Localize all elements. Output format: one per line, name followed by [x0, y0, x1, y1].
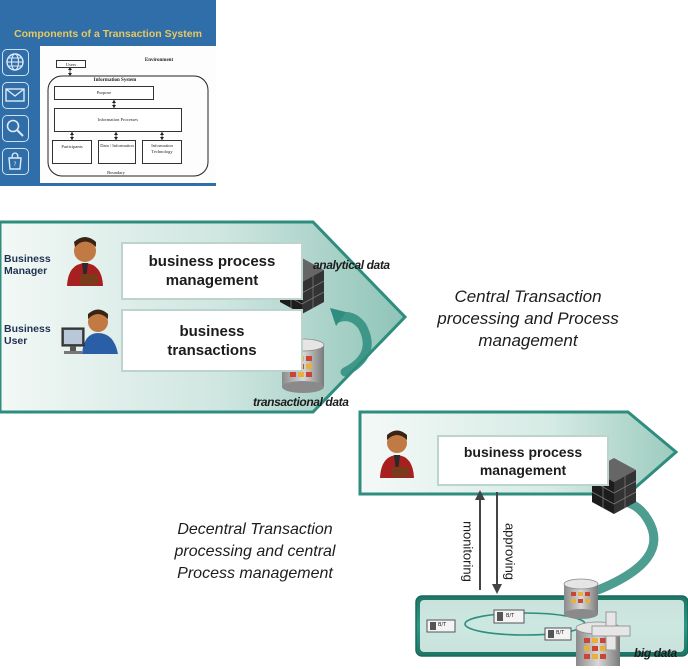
data-box: Data / Information	[98, 140, 136, 164]
globe-icon[interactable]	[2, 49, 29, 76]
decentral-caption: Decentral Transaction processing and cen…	[174, 521, 336, 582]
technology-box: Information Technology	[142, 140, 182, 164]
business-transactions-box: business transactions	[121, 309, 303, 372]
decentral-process-management-box: business process management	[437, 435, 609, 486]
bt-node-3	[544, 627, 572, 641]
business-user-person-icon	[61, 309, 118, 354]
bt-node-1-label: B/T	[438, 622, 447, 628]
big-data-database-icon	[575, 611, 631, 666]
bag-icon[interactable]: ?	[2, 148, 29, 175]
svg-text:?: ?	[13, 161, 16, 168]
environment-label: Environment	[144, 58, 174, 63]
business-manager-label: Business Manager	[4, 253, 51, 277]
business-manager-person-icon	[67, 237, 103, 286]
slide-title: Components of a Transaction System	[14, 28, 202, 40]
local-database-icon	[563, 578, 599, 619]
mail-icon[interactable]	[2, 82, 29, 109]
monitoring-label: monitoring	[460, 521, 476, 582]
bt-node-1	[426, 619, 456, 633]
users-box: Users	[56, 60, 86, 68]
central-caption: Central Transaction processing and Proce…	[437, 287, 619, 350]
slide-panel: Components of a Transaction System ?	[0, 0, 216, 186]
bt-node-3-label: B/T	[556, 630, 565, 636]
analytical-data-label: analytical data	[313, 258, 390, 272]
purpose-box: Purpose	[54, 86, 154, 100]
decentral-manager-person-icon	[380, 430, 414, 478]
transactional-data-label: transactional data	[253, 395, 349, 409]
approving-label-wrap: approving	[500, 514, 522, 594]
big-data-label: big data	[634, 646, 677, 660]
bt-node-2-label: B/T	[506, 613, 515, 619]
approving-label: approving	[502, 522, 518, 581]
monitoring-label-wrap: monitoring	[458, 514, 480, 594]
bt-node-2	[493, 609, 525, 624]
boundary-label: Boundary	[96, 170, 136, 175]
business-user-label: Business User	[4, 323, 51, 347]
search-icon[interactable]	[2, 115, 29, 142]
information-system-label: Information System	[93, 78, 137, 83]
business-process-management-box: business process management	[121, 242, 303, 300]
processes-box: Information Processes	[54, 108, 182, 132]
participants-box: Participants	[52, 140, 92, 164]
transaction-system-figure: Users Environment Information System Pur…	[40, 46, 216, 183]
